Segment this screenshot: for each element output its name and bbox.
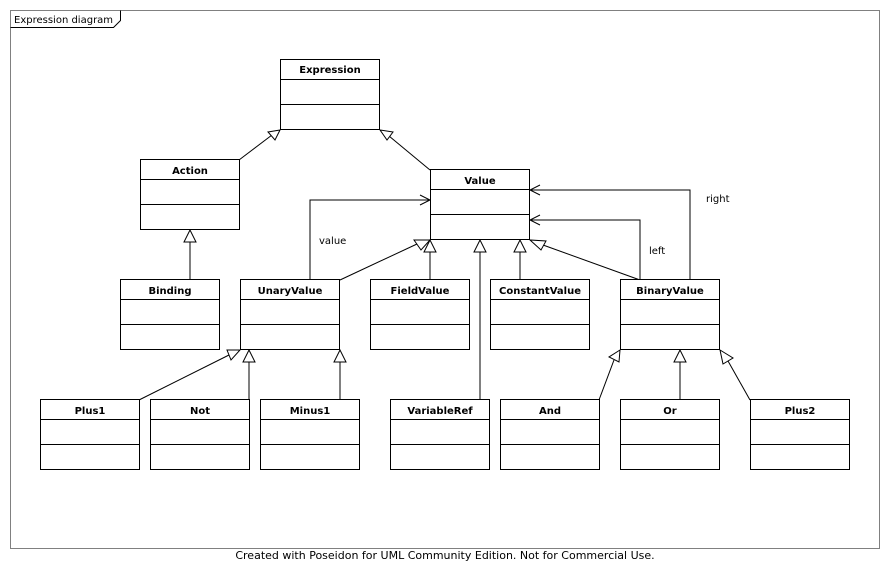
class-name: Expression bbox=[299, 65, 360, 76]
arrowhead-icon bbox=[183, 228, 197, 243]
class-and: And bbox=[500, 399, 600, 470]
arrowhead-icon bbox=[473, 238, 487, 253]
arrowhead-icon bbox=[267, 129, 281, 141]
class-name: FieldValue bbox=[391, 286, 450, 297]
class-action: Action bbox=[140, 159, 240, 230]
frame-title-tab bbox=[10, 10, 121, 28]
class-name: Minus1 bbox=[290, 406, 331, 417]
association-value bbox=[309, 199, 430, 280]
generalization-heads bbox=[183, 129, 734, 365]
arrowhead-icon bbox=[673, 348, 687, 363]
class-name: Or bbox=[663, 406, 677, 417]
class-value: Value bbox=[430, 169, 530, 240]
generalization-binaryvalue-value bbox=[542, 244, 641, 281]
class-binaryvalue: BinaryValue bbox=[620, 279, 720, 350]
arrowhead-icon bbox=[333, 348, 347, 363]
class-name: Not bbox=[190, 406, 210, 417]
arrowhead-icon bbox=[378, 129, 394, 141]
class-name: ConstantValue bbox=[499, 286, 581, 297]
arrowhead-icon bbox=[607, 349, 621, 363]
class-name: BinaryValue bbox=[636, 286, 704, 297]
footer-credit: Created with Poseidon for UML Community … bbox=[235, 549, 655, 562]
class-binding: Binding bbox=[120, 279, 220, 350]
class-minus1: Minus1 bbox=[260, 399, 360, 470]
diagram-title: Expression diagram bbox=[14, 15, 113, 26]
generalization-plus1-unaryvalue bbox=[138, 354, 230, 401]
class-expression: Expression bbox=[280, 59, 380, 130]
generalization-and-binaryvalue bbox=[598, 359, 615, 401]
association-label-left: left bbox=[649, 246, 665, 257]
arrowhead-icon bbox=[242, 348, 256, 363]
class-name: Binding bbox=[148, 286, 191, 297]
relationships bbox=[138, 134, 751, 401]
class-not: Not bbox=[150, 399, 250, 470]
association-label-right: right bbox=[706, 194, 730, 205]
generalization-unaryvalue-value bbox=[339, 243, 418, 281]
association-label-value: value bbox=[319, 236, 346, 247]
arrowhead-icon bbox=[528, 239, 547, 251]
generalization-action-expression bbox=[238, 134, 273, 161]
arrowhead-icon bbox=[226, 349, 242, 361]
association-right bbox=[530, 189, 691, 280]
class-name: VariableRef bbox=[407, 406, 473, 417]
class-name: Plus1 bbox=[75, 406, 106, 417]
class-name: UnaryValue bbox=[258, 286, 323, 297]
class-plus2: Plus2 bbox=[750, 399, 850, 470]
association-left bbox=[530, 219, 641, 280]
class-name: And bbox=[539, 406, 561, 417]
generalization-plus2-binaryvalue bbox=[727, 360, 751, 401]
class-or: Or bbox=[620, 399, 720, 470]
class-name: Action bbox=[172, 166, 208, 177]
class-fieldvalue: FieldValue bbox=[370, 279, 470, 350]
class-name: Value bbox=[464, 176, 495, 187]
arrowhead-icon bbox=[513, 238, 527, 253]
arrowhead-icon bbox=[719, 348, 734, 365]
class-constantvalue: ConstantValue bbox=[490, 279, 590, 350]
arrowhead-icon bbox=[413, 239, 432, 251]
generalization-value-expression bbox=[388, 135, 431, 171]
class-plus1: Plus1 bbox=[40, 399, 140, 470]
class-unaryvalue: UnaryValue bbox=[240, 279, 340, 350]
arrowhead-icon bbox=[423, 238, 437, 253]
class-name: Plus2 bbox=[785, 406, 816, 417]
class-variableref: VariableRef bbox=[390, 399, 490, 470]
